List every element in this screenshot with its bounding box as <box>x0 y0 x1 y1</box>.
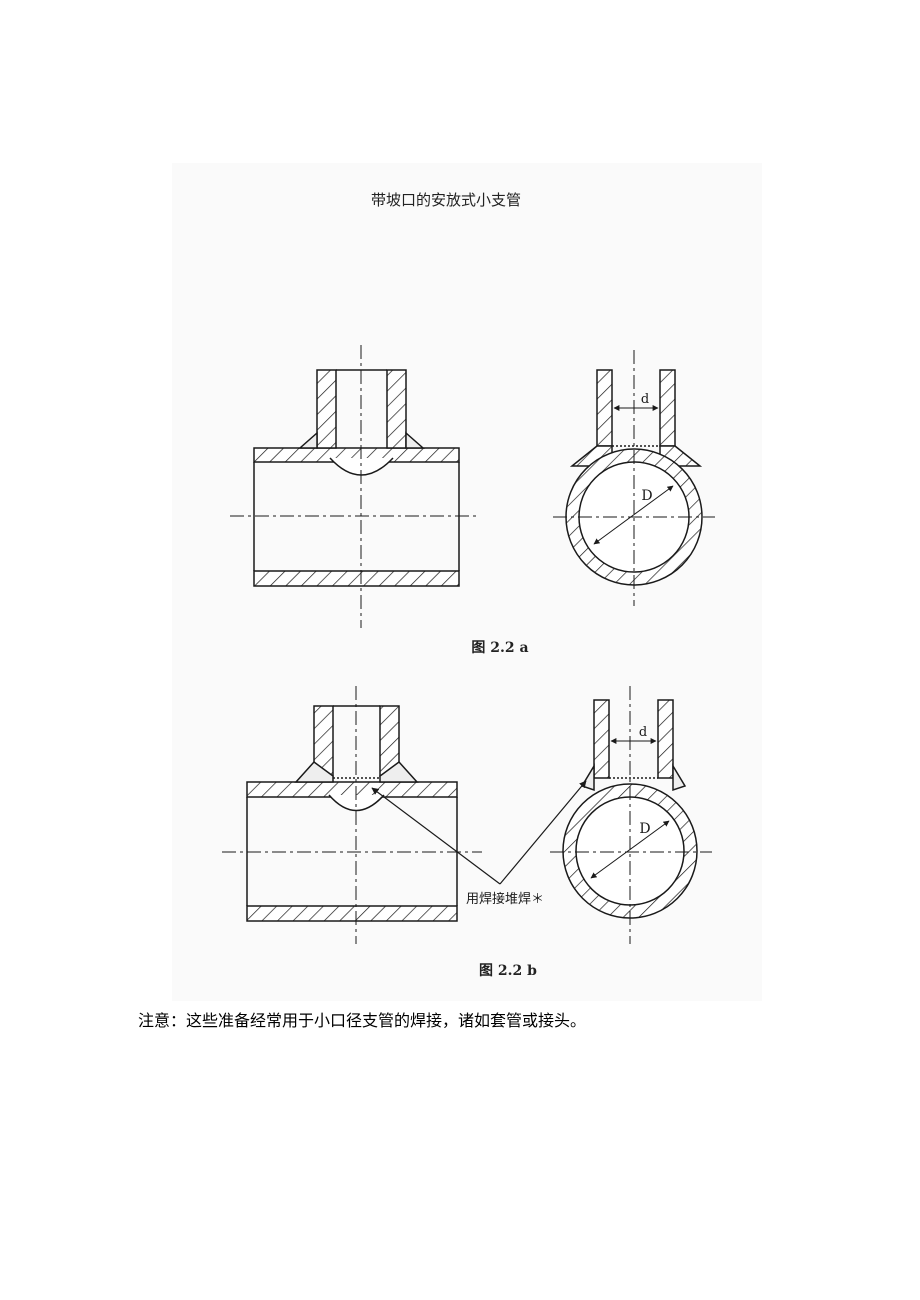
fig-b-side-view <box>222 686 482 944</box>
fig-a-D-label: D <box>641 488 652 504</box>
fig-b-callout-leaders <box>371 780 587 885</box>
fig-b-D-label: D <box>639 821 650 837</box>
fig-a-end-view <box>553 350 715 606</box>
fig-a-side-view <box>230 345 480 628</box>
fig-a-caption: 图 2.2 a <box>471 640 528 656</box>
fig-b-end-view <box>550 686 712 944</box>
fig-a-d-label: d <box>641 392 649 407</box>
fig-b-caption: 图 2.2 b <box>479 963 537 979</box>
note-text: 注意：这些准备经常用于小口径支管的焊接，诸如套管或接头。 <box>138 1011 587 1030</box>
figure-title: 带坡口的安放式小支管 <box>371 191 521 209</box>
fig-b-callout-label: 用焊接堆焊＊ <box>466 891 544 907</box>
fig-b-d-label: d <box>639 725 647 740</box>
